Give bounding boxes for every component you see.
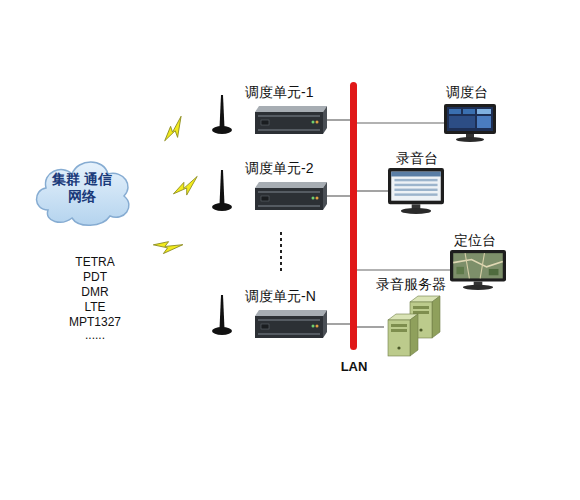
dispatch-unit: 调度单元-N bbox=[245, 288, 335, 343]
protocol-name: DMR bbox=[55, 285, 135, 300]
positioning-console: 定位台 bbox=[448, 232, 508, 290]
lan-cable bbox=[327, 323, 350, 324]
ellipsis-dots bbox=[280, 232, 282, 272]
lightning-symbol bbox=[158, 116, 189, 143]
lightning-symbol bbox=[171, 176, 199, 196]
dispatch-console-shape bbox=[444, 104, 496, 142]
lan-cable bbox=[357, 122, 444, 123]
protocol-name: PDT bbox=[55, 270, 135, 285]
dispatch-unit-shape bbox=[255, 310, 327, 338]
node-label: LAN bbox=[338, 358, 370, 375]
lan-cable bbox=[357, 190, 388, 191]
node-label: 调度台 bbox=[446, 84, 500, 101]
dispatch-unit: 调度单元-2 bbox=[245, 160, 335, 215]
node-label: 调度单元-N bbox=[245, 288, 333, 305]
antenna-symbol bbox=[220, 295, 225, 329]
lan-cable bbox=[327, 195, 350, 196]
positioning-console-shape bbox=[450, 250, 506, 290]
lightning-symbol bbox=[152, 232, 183, 259]
dispatch-unit-shape bbox=[255, 106, 327, 134]
dispatch-console: 调度台 bbox=[440, 84, 500, 144]
node-label: 调度单元-2 bbox=[245, 160, 333, 177]
recording-console: 录音台 bbox=[388, 150, 446, 216]
dispatch-unit-shape bbox=[255, 182, 327, 210]
node-label: 集群 通信网络 bbox=[50, 171, 114, 205]
antenna-symbol bbox=[220, 170, 225, 205]
dispatch-unit: 调度单元-1 bbox=[245, 84, 335, 139]
lan-cable bbox=[327, 119, 350, 120]
protocol-name: TETRA bbox=[55, 255, 135, 270]
antenna-symbol bbox=[212, 203, 232, 211]
node-label: 录音台 bbox=[396, 150, 446, 167]
node-label: 录音服务器 bbox=[376, 276, 454, 293]
lan-cable bbox=[357, 269, 450, 270]
network-cloud: 集群 通信网络 bbox=[28, 150, 136, 228]
node-label: 定位台 bbox=[454, 232, 508, 249]
lan-cable bbox=[357, 326, 384, 327]
lan-bus-shape bbox=[350, 82, 357, 350]
lan-bus: LAN bbox=[338, 82, 370, 380]
antenna-symbol bbox=[212, 327, 232, 335]
antenna-symbol bbox=[212, 126, 232, 134]
protocol-name: MPT1327 bbox=[55, 315, 135, 330]
lightning-symbol bbox=[152, 116, 200, 259]
protocol-name: ...... bbox=[55, 328, 135, 343]
recording-server: 录音服务器 bbox=[372, 276, 452, 360]
antenna-symbol bbox=[212, 95, 232, 335]
antenna-symbol bbox=[220, 95, 225, 128]
recording-server-shape bbox=[384, 296, 442, 358]
recording-console-shape bbox=[388, 168, 444, 214]
protocol-name: LTE bbox=[55, 300, 135, 315]
node-label: 调度单元-1 bbox=[245, 84, 333, 101]
